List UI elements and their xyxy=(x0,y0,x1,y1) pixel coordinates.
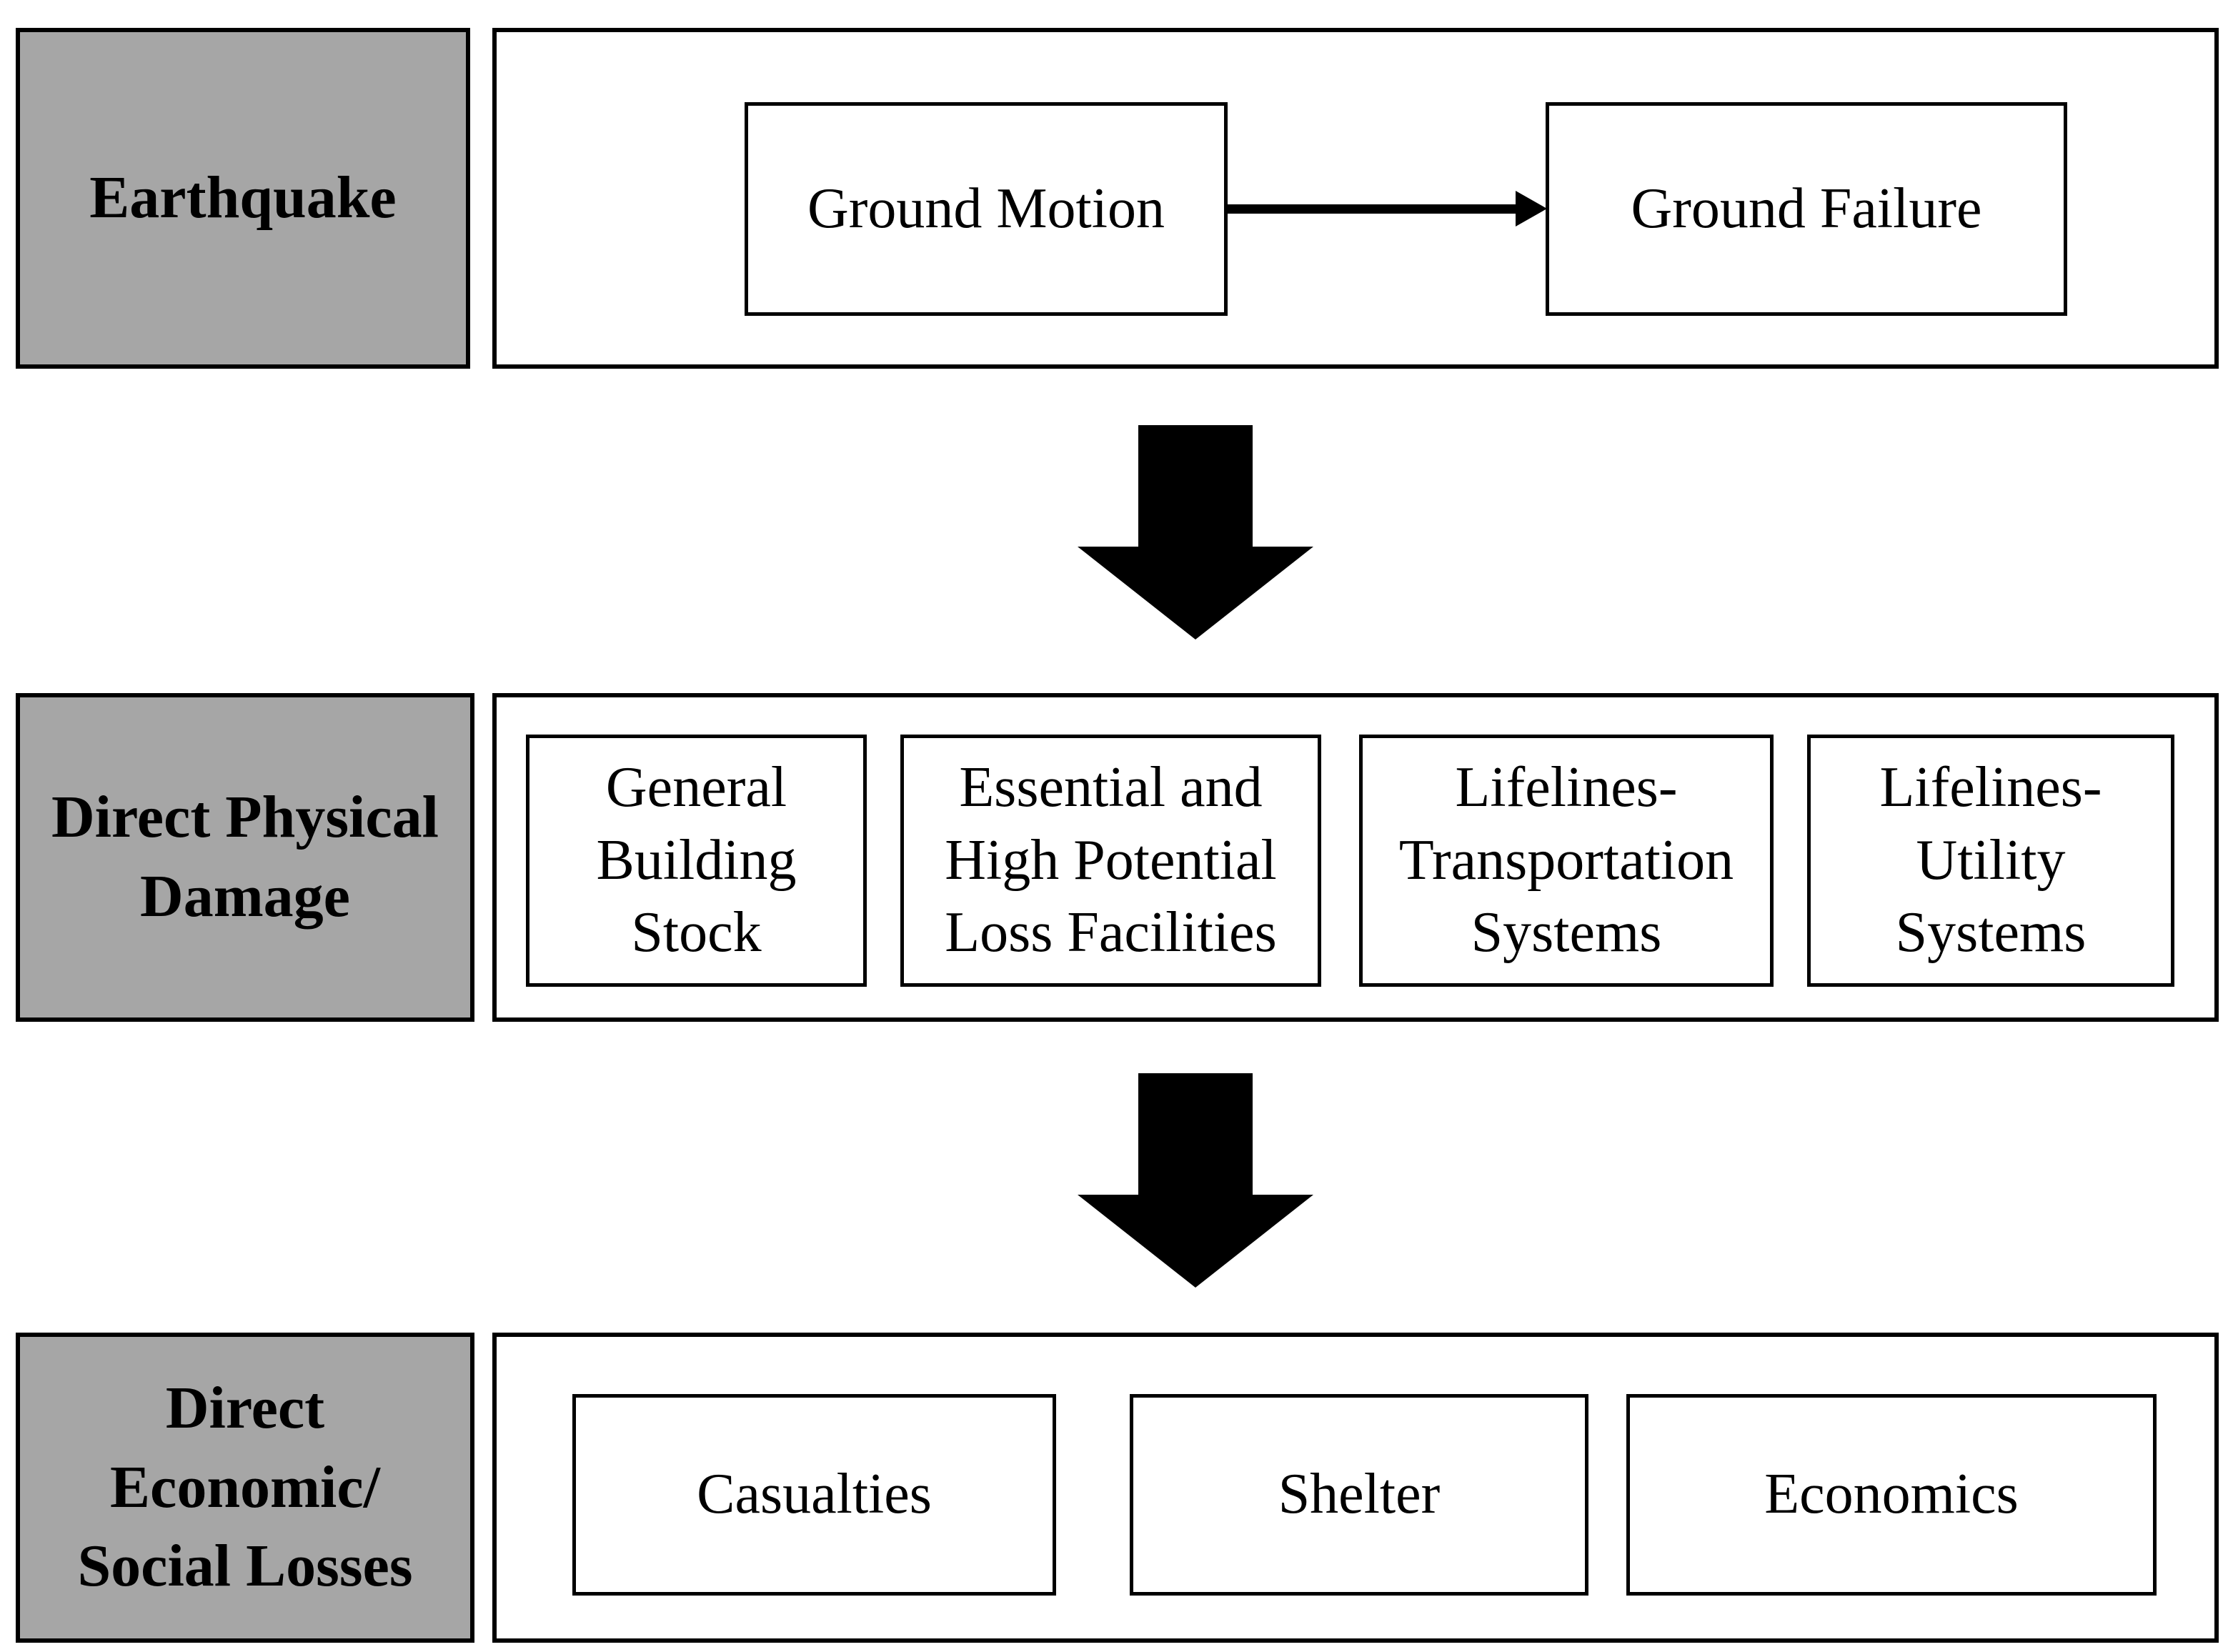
node-lifelines-transportation-systems-text: Lifelines- Transportation Systems xyxy=(1398,756,1734,965)
node-ground-motion-text: Ground Motion xyxy=(807,176,1165,240)
node-shelter-text: Shelter xyxy=(1278,1463,1441,1526)
row-label-direct-physical-damage-text: Direct Physical Damage xyxy=(51,784,439,930)
node-casualties-text: Casualties xyxy=(697,1463,932,1526)
row-label-earthquake-text: Earthquake xyxy=(89,164,397,232)
node-ground-failure-text: Ground Failure xyxy=(1631,176,1982,240)
node-economics: Economics xyxy=(1626,1394,2157,1596)
row-label-earthquake: Earthquake xyxy=(16,28,470,369)
node-general-building-stock: General Building Stock xyxy=(526,735,867,987)
row-label-direct-economic-social-losses-text: Direct Economic/ Social Losses xyxy=(77,1374,413,1600)
node-general-building-stock-text: General Building Stock xyxy=(596,756,797,965)
node-ground-motion: Ground Motion xyxy=(745,102,1228,316)
node-lifelines-utility-systems: Lifelines- Utility Systems xyxy=(1807,735,2174,987)
right-arrow-head xyxy=(1516,191,1547,227)
right-arrow-shaft xyxy=(1226,204,1517,214)
row-label-direct-economic-social-losses: Direct Economic/ Social Losses xyxy=(16,1333,474,1643)
node-essential-high-potential-loss-facilities: Essential and High Potential Loss Facili… xyxy=(900,735,1321,987)
right-arrow-icon xyxy=(1226,191,1547,227)
node-lifelines-utility-systems-text: Lifelines- Utility Systems xyxy=(1879,756,2102,965)
node-economics-text: Economics xyxy=(1764,1463,2019,1526)
down-arrow-icon xyxy=(1078,1073,1313,1288)
node-essential-high-potential-loss-facilities-text: Essential and High Potential Loss Facili… xyxy=(945,756,1277,965)
node-shelter: Shelter xyxy=(1130,1394,1588,1596)
node-ground-failure: Ground Failure xyxy=(1546,102,2067,316)
down-arrow-icon xyxy=(1078,425,1313,640)
node-lifelines-transportation-systems: Lifelines- Transportation Systems xyxy=(1359,735,1774,987)
node-casualties: Casualties xyxy=(572,1394,1056,1596)
row-label-direct-physical-damage: Direct Physical Damage xyxy=(16,693,474,1022)
